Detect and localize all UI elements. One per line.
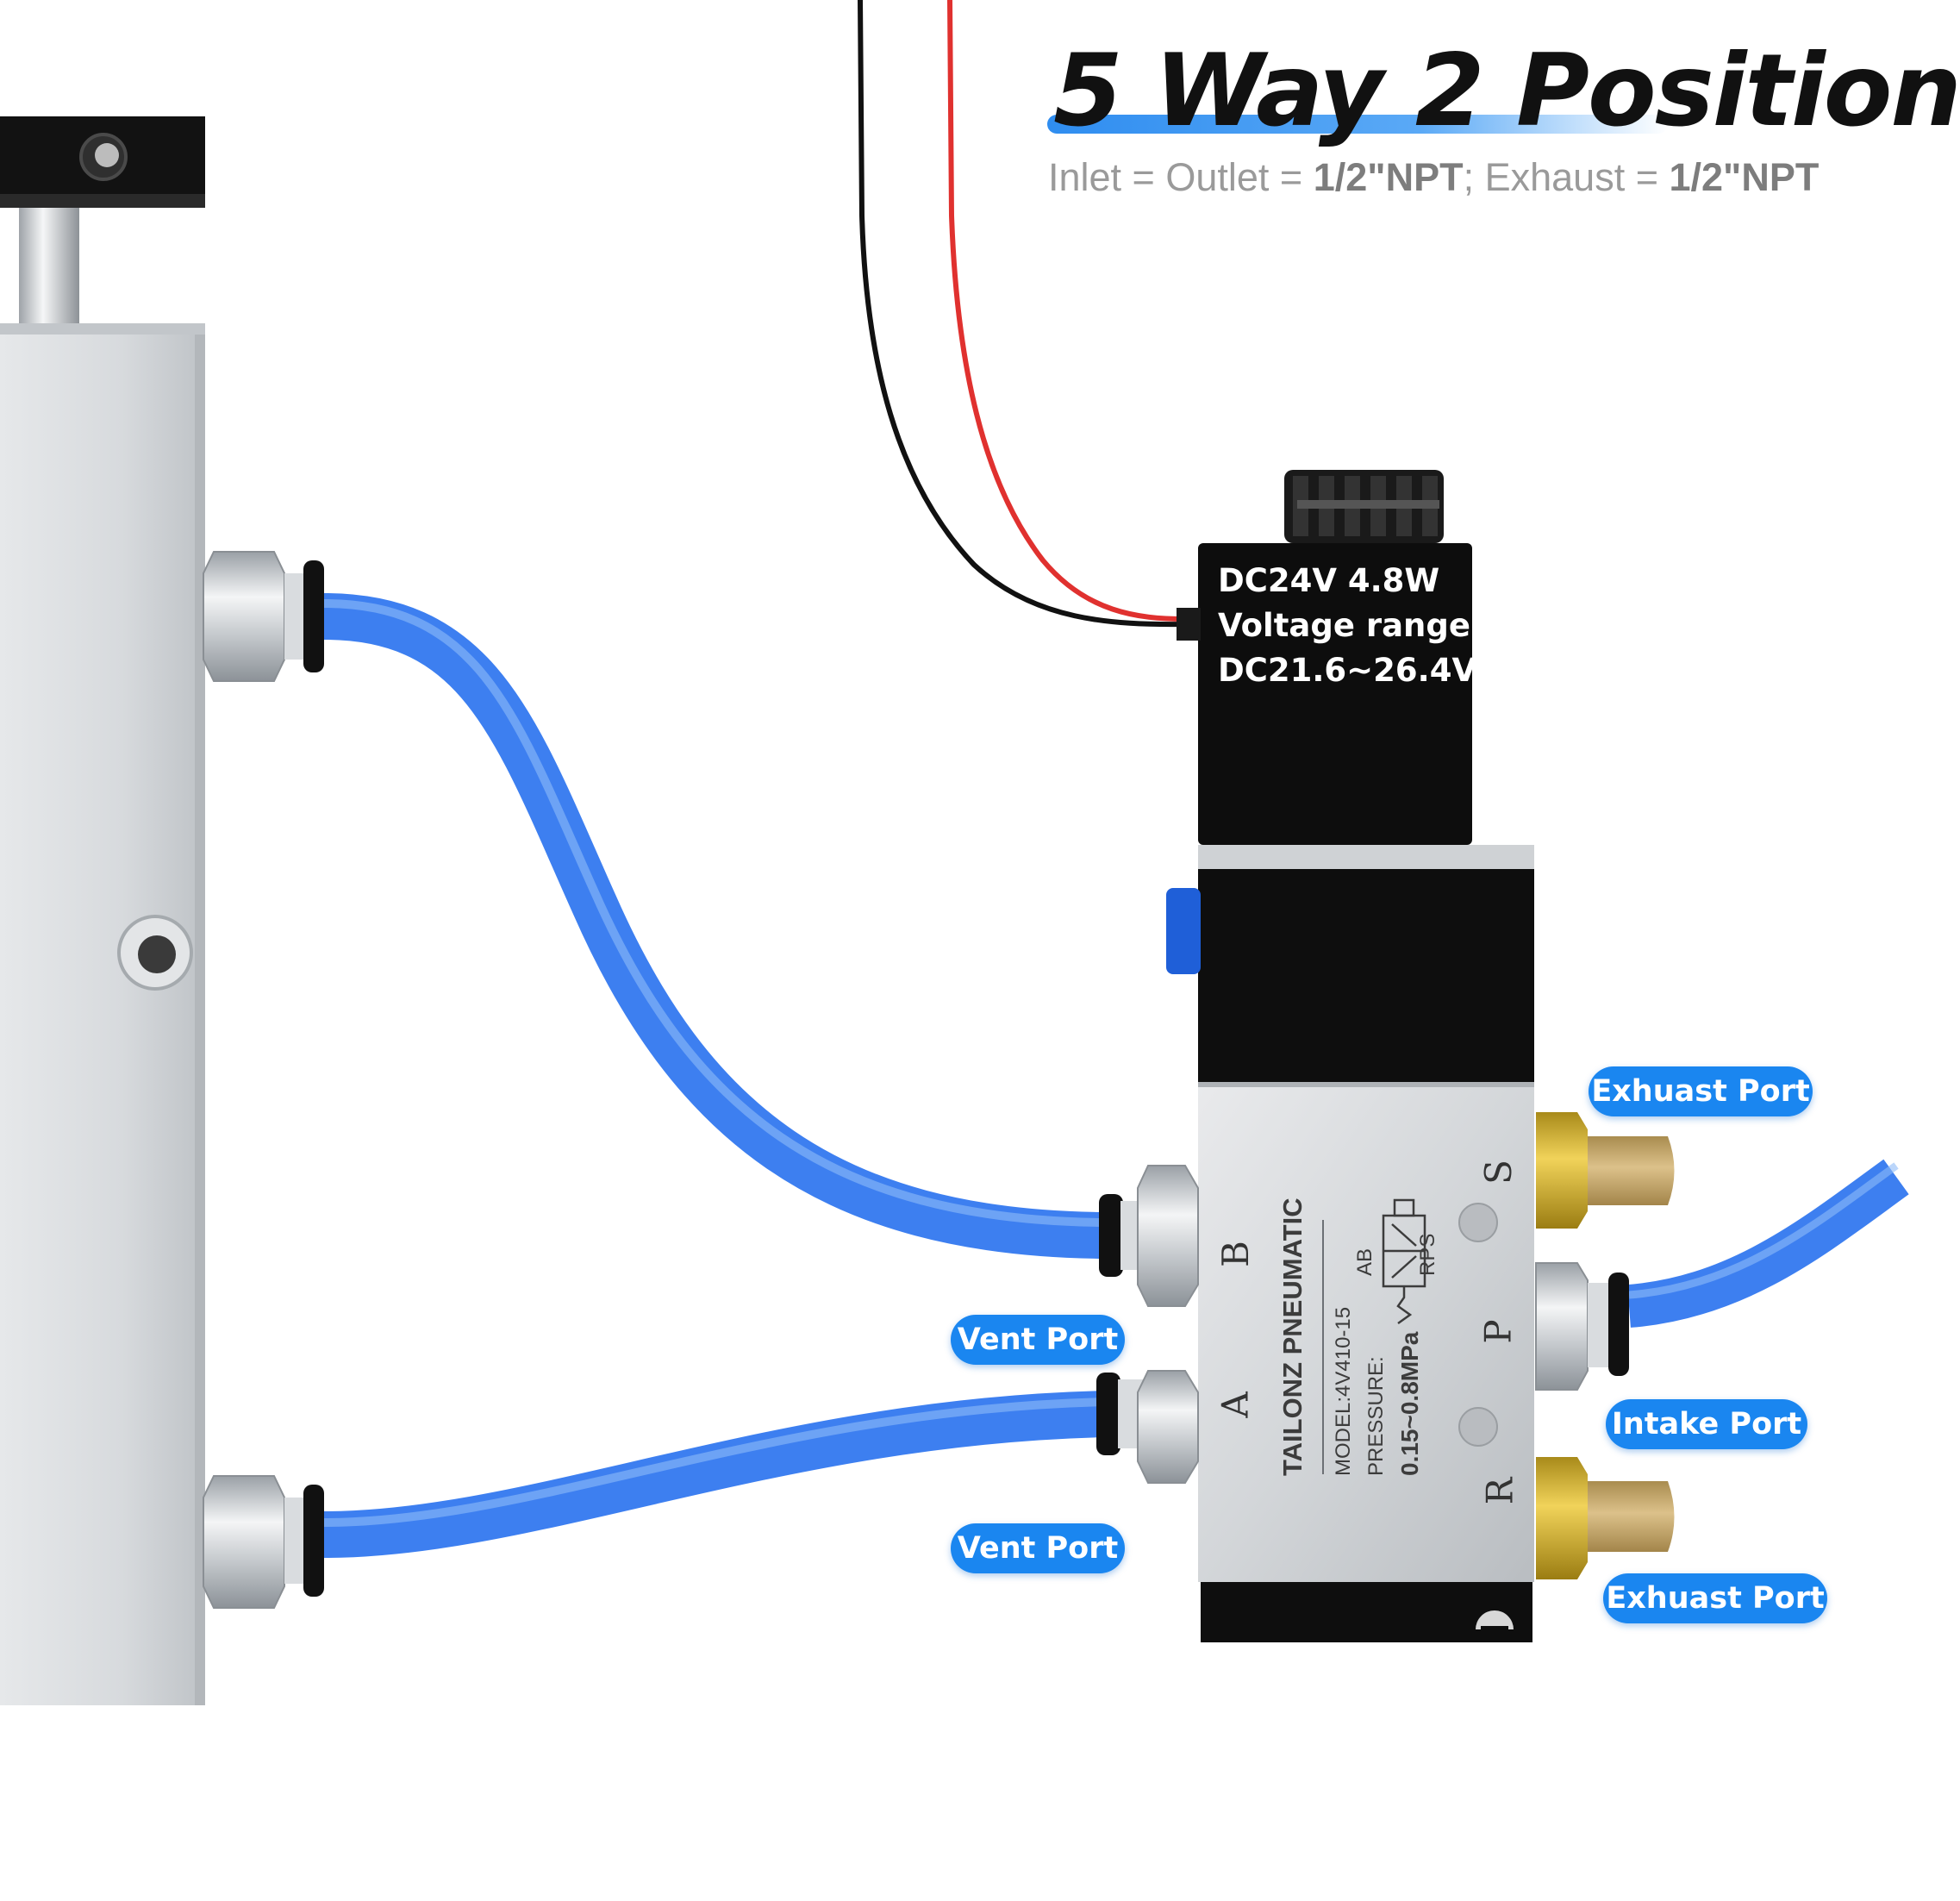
indicator-dot-top: [1458, 1203, 1498, 1242]
subtitle-part-1: Inlet = Outlet =: [1048, 155, 1314, 199]
title-underline: [1047, 115, 1668, 134]
valve-pressure-value: 0.15~0.8MPa: [1396, 1331, 1423, 1476]
subtitle-exhaust-size: 1/2"NPT: [1669, 155, 1820, 199]
exhaust-muffler-bottom: [1536, 1457, 1675, 1579]
page-title: 5 Way 2 Position: [1053, 33, 1960, 149]
valve-body: [1198, 1082, 1534, 1582]
valve-model: MODEL:4V410-15: [1332, 1306, 1355, 1476]
fitting-B: [1099, 1165, 1199, 1307]
coil-voltage-range-label: Voltage range:: [1218, 607, 1483, 644]
valve-top-cap: [1198, 845, 1534, 871]
valve-symbol-rps: RPS: [1416, 1233, 1439, 1276]
valve-pressure-label: PRESSURE:: [1364, 1356, 1388, 1476]
valve-bottom-cap: [1201, 1582, 1532, 1642]
red-wire: [947, 0, 1186, 622]
solenoid-coil: [1198, 543, 1472, 845]
cylinder-fitting-bottom: [203, 1475, 324, 1609]
subtitle-inlet-size: 1/2"NPT: [1313, 155, 1464, 199]
port-letter-p: P: [1476, 1319, 1520, 1344]
manual-override-knob: [1284, 470, 1444, 543]
coil-power: DC24V 4.8W: [1218, 562, 1440, 599]
callout-exhaust-port-top: Exhuast Port: [1589, 1066, 1813, 1116]
cylinder-fitting-top: [203, 551, 324, 682]
intake-fitting: [1535, 1262, 1629, 1391]
valve-symbol-ab: AB: [1353, 1248, 1376, 1276]
callout-exhaust-port-bottom: Exhuast Port: [1603, 1573, 1827, 1623]
callout-vent-port-bottom: Vent Port: [951, 1523, 1125, 1573]
fitting-A: [1096, 1370, 1199, 1484]
port-size-subtitle: Inlet = Outlet = 1/2"NPT; Exhaust = 1/2"…: [1048, 155, 1819, 200]
exhaust-muffler-top: [1536, 1112, 1675, 1229]
port-letter-r: R: [1478, 1477, 1521, 1505]
subtitle-part-2: ; Exhaust =: [1463, 155, 1670, 199]
indicator-dot-bottom: [1458, 1407, 1498, 1447]
port-letter-s: S: [1476, 1160, 1520, 1185]
tube-B: [323, 593, 1104, 1259]
valve-pilot-block: [1198, 869, 1534, 1085]
product-illustration: [0, 0, 1909, 1705]
tube-P: [1626, 1159, 1909, 1328]
cylinder-body: [0, 335, 203, 1705]
callout-intake-port: Intake Port: [1606, 1399, 1807, 1449]
valve-brand: TAILONZ PNEUMATIC: [1277, 1198, 1308, 1476]
port-letter-b: B: [1214, 1241, 1257, 1267]
callout-vent-port-top: Vent Port: [951, 1315, 1125, 1365]
port-letter-a: A: [1214, 1391, 1257, 1418]
black-wire: [858, 0, 1186, 628]
piston-rod: [19, 208, 79, 341]
coil-voltage-range: DC21.6~26.4V: [1218, 652, 1477, 689]
valve-schematic-symbol: [1382, 1198, 1426, 1325]
tube-A: [323, 1391, 1108, 1558]
coil-spec-label: DC24V 4.8W Voltage range: DC21.6~26.4V: [1218, 559, 1483, 693]
product-scene: [0, 0, 1909, 1705]
